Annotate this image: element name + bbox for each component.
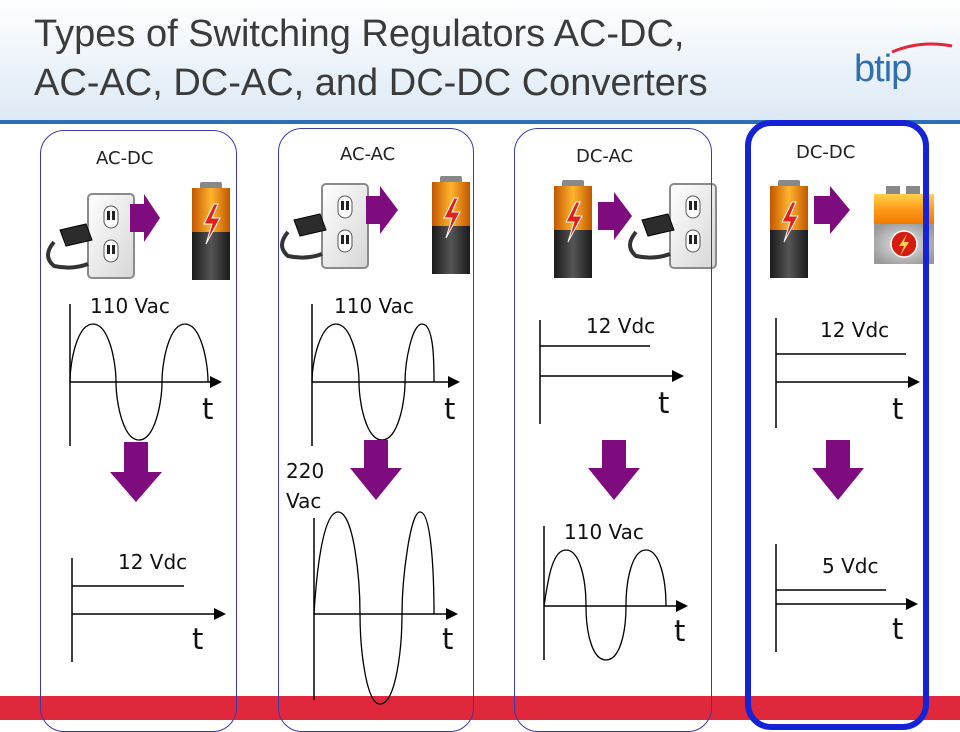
slide-title: Types of Switching Regulators AC-DC, AC-… [34, 10, 814, 108]
panel-ac-dc [40, 130, 237, 732]
outlet-plug-icon-ac-dc-input [46, 193, 135, 279]
footer-bar [0, 696, 960, 720]
title-line-2: AC-AC, DC-AC, and DC-DC Converters [34, 62, 708, 104]
axis-t-dc-ac-bottom: t [674, 614, 686, 648]
purple-side-arrow-1 [130, 194, 160, 242]
label-dc-dc-output: 5 Vdc [822, 554, 879, 578]
battery-icon-dc-dc [770, 180, 808, 278]
axis-t-ac-dc-bottom: t [192, 622, 204, 656]
graph-dc-dc-input [775, 318, 920, 428]
graph-dc-ac-input [539, 320, 684, 424]
battery-icon-dc-ac [554, 180, 592, 278]
header-divider [0, 120, 960, 124]
label-ac-dc-output: 12 Vdc [118, 550, 188, 574]
outlet-plug-icon-ac-ac-input [280, 183, 369, 269]
graph-ac-ac-output [313, 511, 458, 705]
purple-down-arrow-4 [812, 440, 864, 500]
label-ac-ac-input: 110 Vac [334, 294, 414, 318]
panel-title-ac-dc: AC-DC [96, 148, 154, 169]
axis-t-ac-ac-top: t [444, 392, 456, 426]
panel-title-ac-ac: AC-AC [340, 144, 396, 165]
slide-header [0, 0, 960, 120]
label-dc-dc-input: 12 Vdc [820, 318, 890, 342]
purple-side-arrow-4 [814, 186, 850, 234]
graph-dc-dc-output [775, 544, 918, 652]
axis-t-ac-dc-top: t [202, 392, 214, 426]
outlet-plug-icon-dc-ac-output [628, 183, 717, 269]
graph-ac-dc-input [69, 304, 222, 446]
label-dc-ac-output: 110 Vac [564, 520, 644, 544]
purple-down-arrow-3 [588, 440, 640, 500]
title-line-1: Types of Switching Regulators AC-DC, [34, 13, 685, 55]
purple-side-arrow-3 [598, 192, 632, 240]
purple-side-arrow-2 [366, 186, 398, 234]
label-dc-ac-input: 12 Vdc [586, 314, 656, 338]
axis-t-dc-dc-bottom: t [892, 612, 904, 646]
axis-t-dc-dc-top: t [892, 392, 904, 426]
battery-icon-ac-dc [192, 182, 230, 280]
panel-title-dc-ac: DC-AC [576, 146, 634, 167]
purple-down-arrow-2 [350, 440, 402, 500]
logo-text: btip [854, 48, 912, 90]
axis-t-dc-ac-top: t [658, 386, 670, 420]
graph-dc-ac-output [543, 526, 688, 661]
label-ac-dc-input: 110 Vac [90, 294, 170, 318]
label-ac-ac-output: 220 Vac [286, 459, 325, 513]
graph-ac-dc-output [71, 558, 226, 662]
battery-icon-ac-ac [432, 176, 470, 274]
btip-logo: btip [848, 40, 958, 100]
logo-swoosh-icon [891, 42, 953, 54]
purple-down-arrow-1 [110, 442, 162, 502]
panel-title-dc-dc: DC-DC [796, 142, 856, 163]
axis-t-ac-ac-bottom: t [442, 622, 454, 656]
